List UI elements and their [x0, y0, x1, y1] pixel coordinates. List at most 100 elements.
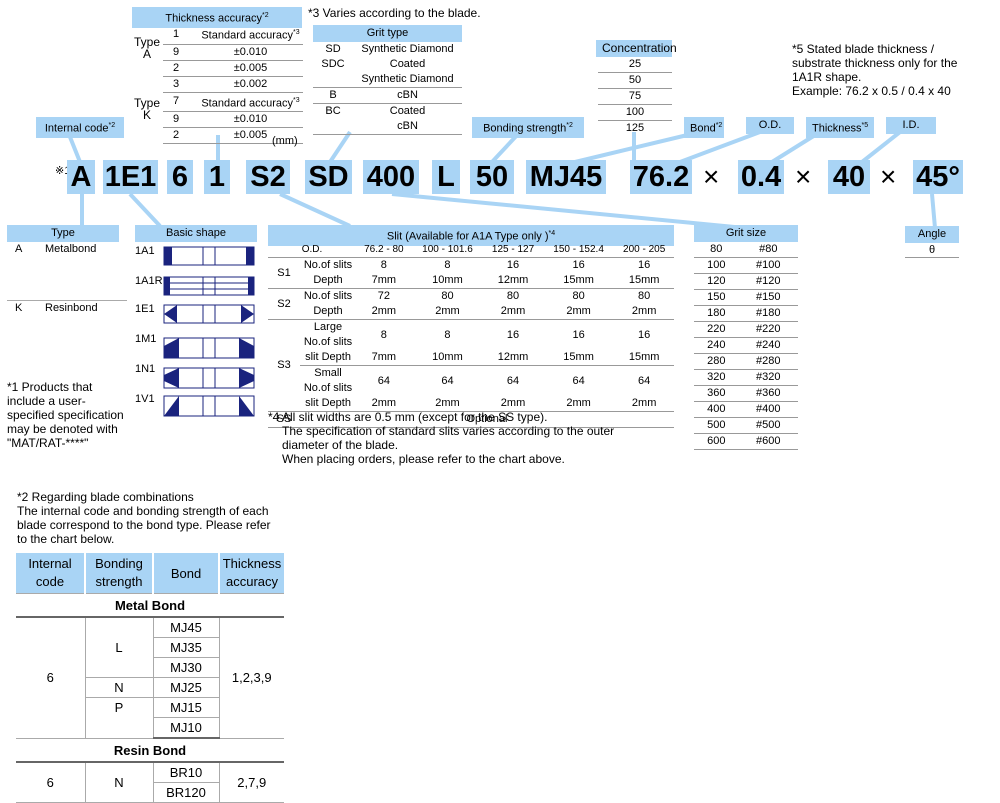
note-4: *4 All slit widths are 0.5 mm (except fo… [268, 410, 615, 466]
table-row: 80#80 [694, 242, 798, 258]
note-3: *3 Varies according to the blade. [308, 6, 481, 20]
shape-1e1-icon [163, 304, 255, 324]
code-thickness: 0.4 [738, 160, 784, 194]
shape-1a1: 1A1 [135, 245, 257, 267]
basic-shape-header: Basic shape [135, 225, 257, 242]
times-3: × [880, 161, 897, 192]
grit-size-header: Grit size [694, 225, 798, 242]
table-row: P MJ15 [16, 697, 284, 739]
code-internal: 6 [167, 160, 193, 194]
table-row: 360#360 [694, 385, 798, 402]
code-slit: S2 [246, 160, 290, 194]
shape-1n1-icon [163, 367, 255, 389]
table-row: 180#180 [694, 305, 798, 322]
shape-1a1r-icon [163, 276, 255, 296]
table-row: MJ30 [16, 657, 284, 678]
shape-1m1-icon [163, 337, 255, 359]
table-row: 240#240 [694, 337, 798, 354]
code-thickness-accuracy: 1 [204, 160, 230, 194]
table-row: 9±0.010 [163, 111, 303, 129]
bonding-strength-label: Bonding strength*2 [472, 117, 584, 138]
table-row: 125 [625, 122, 645, 134]
shape-1n1: 1N1 [135, 363, 257, 389]
table-row: Synthetic Diamond [313, 72, 462, 88]
times-2: × [795, 161, 812, 192]
code-grit-size: 400 [363, 160, 419, 194]
concentration-table: 25 50 75 100 125 [598, 57, 672, 136]
table-row: 6 N BR10 2,7,9 [16, 762, 284, 803]
grit-size-table: 80#80 100#100 120#120 150#150 180#180 22… [694, 242, 798, 450]
bond-label: Bond*2 [684, 117, 724, 138]
code-bond: MJ45 [526, 160, 606, 194]
table-row: 75 [598, 88, 672, 105]
table-row: 600#600 [694, 433, 798, 450]
shape-1v1-icon [163, 395, 255, 417]
table-row: 280#280 [694, 353, 798, 370]
thickness-unit: (mm) [272, 135, 298, 147]
table-row: 2±0.005 [163, 60, 303, 77]
table-row: 6 L MJ45 1,2,3,9 [16, 617, 284, 739]
shape-1v1: 1V1 [135, 393, 257, 417]
code-bonding-strength: L [432, 160, 460, 194]
table-row: O.D. 76.2 - 80 100 - 101.6 125 - 127 150… [268, 242, 674, 258]
code-id: 40 [828, 160, 870, 194]
table-row: 400#400 [694, 401, 798, 418]
internal-code-label: Internal code*2 [36, 117, 124, 138]
table-row: 25 [598, 57, 672, 73]
table-row: 150#150 [694, 289, 798, 306]
shape-1a1-icon [163, 246, 255, 266]
times-1: × [703, 161, 720, 192]
table-row: N MJ25 [16, 677, 284, 698]
table-row: 50 [598, 72, 672, 89]
shape-1e1: 1E1 [135, 303, 257, 325]
angle-value: θ [905, 243, 959, 258]
table-row: 2±0.005 [163, 127, 303, 145]
shape-1m1: 1M1 [135, 333, 257, 359]
table-row: 320#320 [694, 369, 798, 386]
code-type: A [67, 160, 95, 194]
code-concentration: 50 [470, 160, 514, 194]
code-prefix: ※1 [55, 165, 71, 177]
slit-header: Slit (Available for A1A Type only )*4 [268, 225, 674, 246]
shape-1a1r: 1A1R [135, 275, 257, 297]
table-row: 100#100 [694, 257, 798, 274]
thickness-accuracy-header: Thickness accuracy*2 [132, 7, 302, 28]
concentration-header: Concentration [596, 40, 677, 57]
code-angle: 45° [913, 160, 963, 194]
code-shape: 1E1 [103, 160, 158, 194]
id-label: I.D. [886, 117, 936, 134]
table-row: 220#220 [694, 321, 798, 338]
code-od: 76.2 [630, 160, 692, 194]
table-row: 9±0.010 [163, 44, 303, 61]
table-row: cBN [313, 119, 462, 135]
table-row: Metal Bond [16, 593, 284, 618]
thickness-label: Thickness*5 [806, 117, 874, 138]
grit-type-header: Grit type [313, 25, 462, 42]
table-row: 3±0.002 [163, 76, 303, 93]
od-label: O.D. [746, 117, 794, 134]
